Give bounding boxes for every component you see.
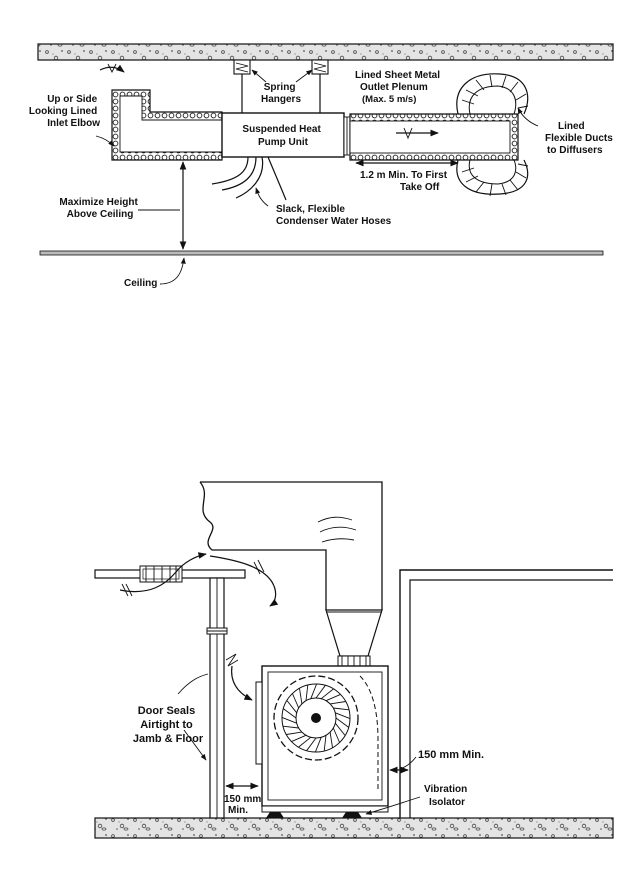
intake-airflow-arrow <box>231 665 253 701</box>
closet-airflow-arrow <box>209 555 279 607</box>
door-jamb <box>206 577 228 819</box>
bottom-view: Door Seals Airtight to Jamb & Floor 150 … <box>94 481 614 839</box>
hoses-label: Slack, Flexible Condenser Water Hoses <box>276 204 392 227</box>
blower-blade <box>333 707 350 711</box>
blower-blade <box>306 737 317 751</box>
side-clearance-leader <box>401 756 417 769</box>
isolator-left <box>266 812 284 818</box>
outlet-airflow-squiggle <box>403 127 413 140</box>
blower-blade <box>329 732 333 748</box>
blower-blade <box>330 701 346 705</box>
heat-pump-unit <box>221 112 345 158</box>
blower-blade <box>286 731 302 735</box>
inlet-elbow-label: Up or Side Looking Lined Inlet Elbow <box>29 94 100 129</box>
blower-blade <box>286 700 298 714</box>
blower-blade <box>320 688 334 700</box>
inlet-airflow-arrow <box>99 64 125 73</box>
blower-blade <box>325 693 341 702</box>
return-airflow-arrow <box>119 552 207 593</box>
blower-blade <box>291 693 300 709</box>
blower-blade <box>281 716 297 724</box>
blower-blade <box>283 708 297 719</box>
heat-pump-label: Suspended Heat Pump Unit <box>242 124 323 148</box>
flexible-ducts-leader <box>517 107 539 127</box>
inlet-airflow-squiggle <box>107 63 117 74</box>
floor-slab <box>94 817 614 839</box>
condenser-water-hoses <box>211 156 287 201</box>
intake-airflow-squiggle <box>225 653 239 667</box>
spring-hanger-left <box>233 59 251 113</box>
ceiling-line <box>39 250 604 256</box>
air-motion-marks <box>317 516 357 543</box>
side-clearance-label: 150 mm Min. <box>418 749 484 761</box>
vibration-isolator-leader <box>365 796 421 815</box>
flexible-duct-upper <box>456 73 529 115</box>
blower-blade <box>323 735 327 752</box>
ceiling-leader <box>159 257 186 285</box>
door-seals-label: Door Seals Airtight to Jamb & Floor <box>133 705 204 745</box>
door-seals-leader-2 <box>177 673 209 695</box>
hoses-leader <box>255 187 269 207</box>
blower-blade <box>334 722 346 736</box>
blower-blade <box>291 734 307 743</box>
spring-hangers-label: Spring Hangers <box>261 82 301 105</box>
spring-hanger-right <box>311 59 329 113</box>
right-wall <box>399 569 613 818</box>
return-airflow-hatch <box>121 583 133 597</box>
inlet-elbow-duct <box>111 89 223 161</box>
blower-blade <box>310 683 318 699</box>
overhead-slab <box>37 43 614 61</box>
blower-blade <box>282 725 299 729</box>
blower-hub <box>311 713 321 723</box>
ceiling-label: Ceiling <box>124 278 157 289</box>
supply-duct <box>199 481 383 667</box>
blower-blade <box>298 736 312 748</box>
isolator-right <box>342 812 362 818</box>
outlet-plenum-label: Lined Sheet Metal Outlet Plenum (Max. 5 … <box>355 70 443 105</box>
blower-blade <box>332 727 341 743</box>
blower-blade <box>335 717 349 728</box>
flexible-ducts-label: Lined Flexible Ducts to Diffusers <box>545 121 616 156</box>
door-seals-leader <box>183 729 207 761</box>
spring-hangers-leader-right <box>295 69 313 83</box>
takeoff-label: 1.2 m Min. To First Take Off <box>360 170 450 193</box>
outlet-plenum-duct <box>349 113 519 161</box>
blower-blade <box>305 684 309 701</box>
top-view: Up or Side Looking Lined Inlet Elbow Spr… <box>29 43 616 289</box>
closet-heat-pump-unit <box>255 665 389 818</box>
closet-airflow-hatch <box>253 559 265 575</box>
blower-blade <box>314 737 322 753</box>
front-clearance-label: 150 mm Min. <box>224 794 264 816</box>
blower-blade <box>335 712 351 720</box>
blower-blade <box>299 688 303 704</box>
maximize-height-label: Maximize Height Above Ceiling <box>59 197 140 220</box>
return-air-grille <box>139 565 183 583</box>
spring-hangers-leader-left <box>251 69 267 83</box>
flexible-duct-lower <box>456 159 529 197</box>
inlet-elbow-leader <box>95 135 115 147</box>
vibration-isolator-label: Vibration Isolator <box>424 784 470 808</box>
blower-blade <box>315 685 326 699</box>
